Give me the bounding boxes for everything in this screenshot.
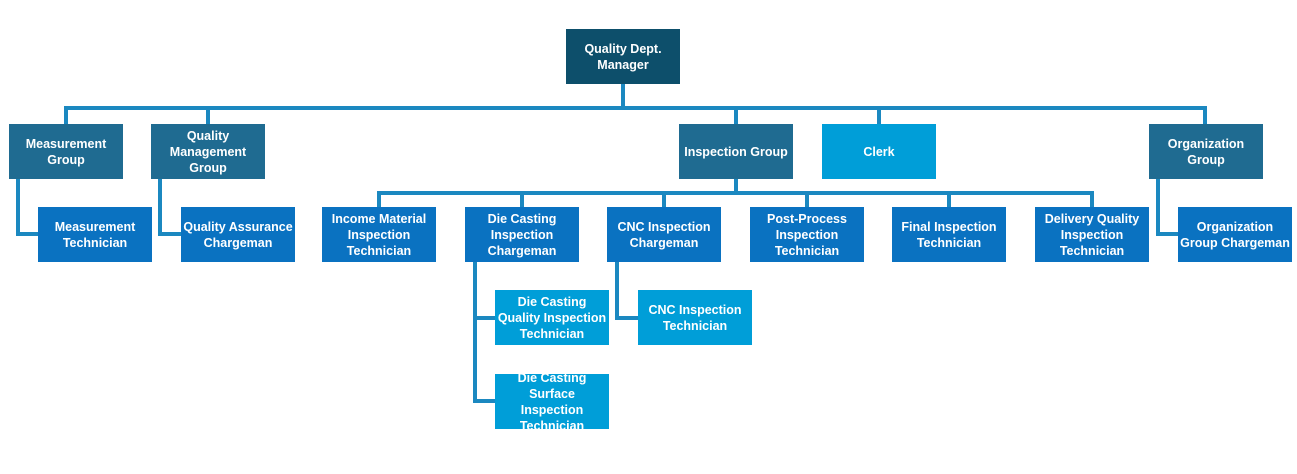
manager-label: Quality Dept. Manager [584,41,662,72]
measurement-technician-label: Measurement Technician [54,219,136,250]
connector-measurement-technician [16,177,40,236]
inspection-group-label: Inspection Group [684,144,788,159]
final-inspection-box: Final Inspection Technician [892,207,1006,262]
connector-cnc-technician [615,260,640,320]
die-casting-surface-label: Die Casting Surface Inspection Technicia… [517,370,587,433]
organization-group-label: Organization Group [1167,136,1245,167]
die-casting-chargeman-box: Die Casting Inspection Chargeman [465,207,579,262]
inspection-group-box: Inspection Group [679,124,793,179]
post-process-label: Post-Process Inspection Technician [767,211,847,258]
die-casting-chargeman-label: Die Casting Inspection Chargeman [487,211,557,258]
quality-management-group-box: Quality Management Group [151,124,265,179]
organization-group-chargeman-box: Organization Group Chargeman [1178,207,1292,262]
income-material-label: Income Material Inspection Technician [331,211,427,258]
organization-group-chargeman-label: Organization Group Chargeman [1180,219,1290,250]
die-casting-quality-box: Die Casting Quality Inspection Technicia… [495,290,609,345]
die-casting-surface-box: Die Casting Surface Inspection Technicia… [495,371,609,433]
post-process-box: Post-Process Inspection Technician [750,207,864,262]
measurement-group-label: Measurement Group [25,136,107,167]
manager-box: Quality Dept. Manager [566,29,680,84]
cnc-chargeman-label: CNC Inspection Chargeman [617,219,711,250]
clerk-box: Clerk [822,124,936,179]
cnc-technician-label: CNC Inspection Technician [648,302,742,333]
delivery-quality-label: Delivery Quality Inspection Technician [1044,211,1140,258]
connector-quality-assurance [158,177,183,236]
delivery-quality-box: Delivery Quality Inspection Technician [1035,207,1149,262]
connector-organization-chargeman [1156,177,1180,236]
clerk-label: Clerk [863,144,895,159]
die-casting-quality-label: Die Casting Quality Inspection Technicia… [497,294,607,341]
measurement-technician-box: Measurement Technician [38,207,152,262]
organization-group-box: Organization Group [1149,124,1263,179]
quality-assurance-chargeman-box: Quality Assurance Chargeman [181,207,295,262]
quality-assurance-chargeman-label: Quality Assurance Chargeman [183,219,293,250]
final-inspection-label: Final Inspection Technician [901,219,997,250]
quality-management-group-label: Quality Management Group [169,128,247,175]
cnc-technician-box: CNC Inspection Technician [638,290,752,345]
income-material-box: Income Material Inspection Technician [322,207,436,262]
measurement-group-box: Measurement Group [9,124,123,179]
cnc-chargeman-box: CNC Inspection Chargeman [607,207,721,262]
